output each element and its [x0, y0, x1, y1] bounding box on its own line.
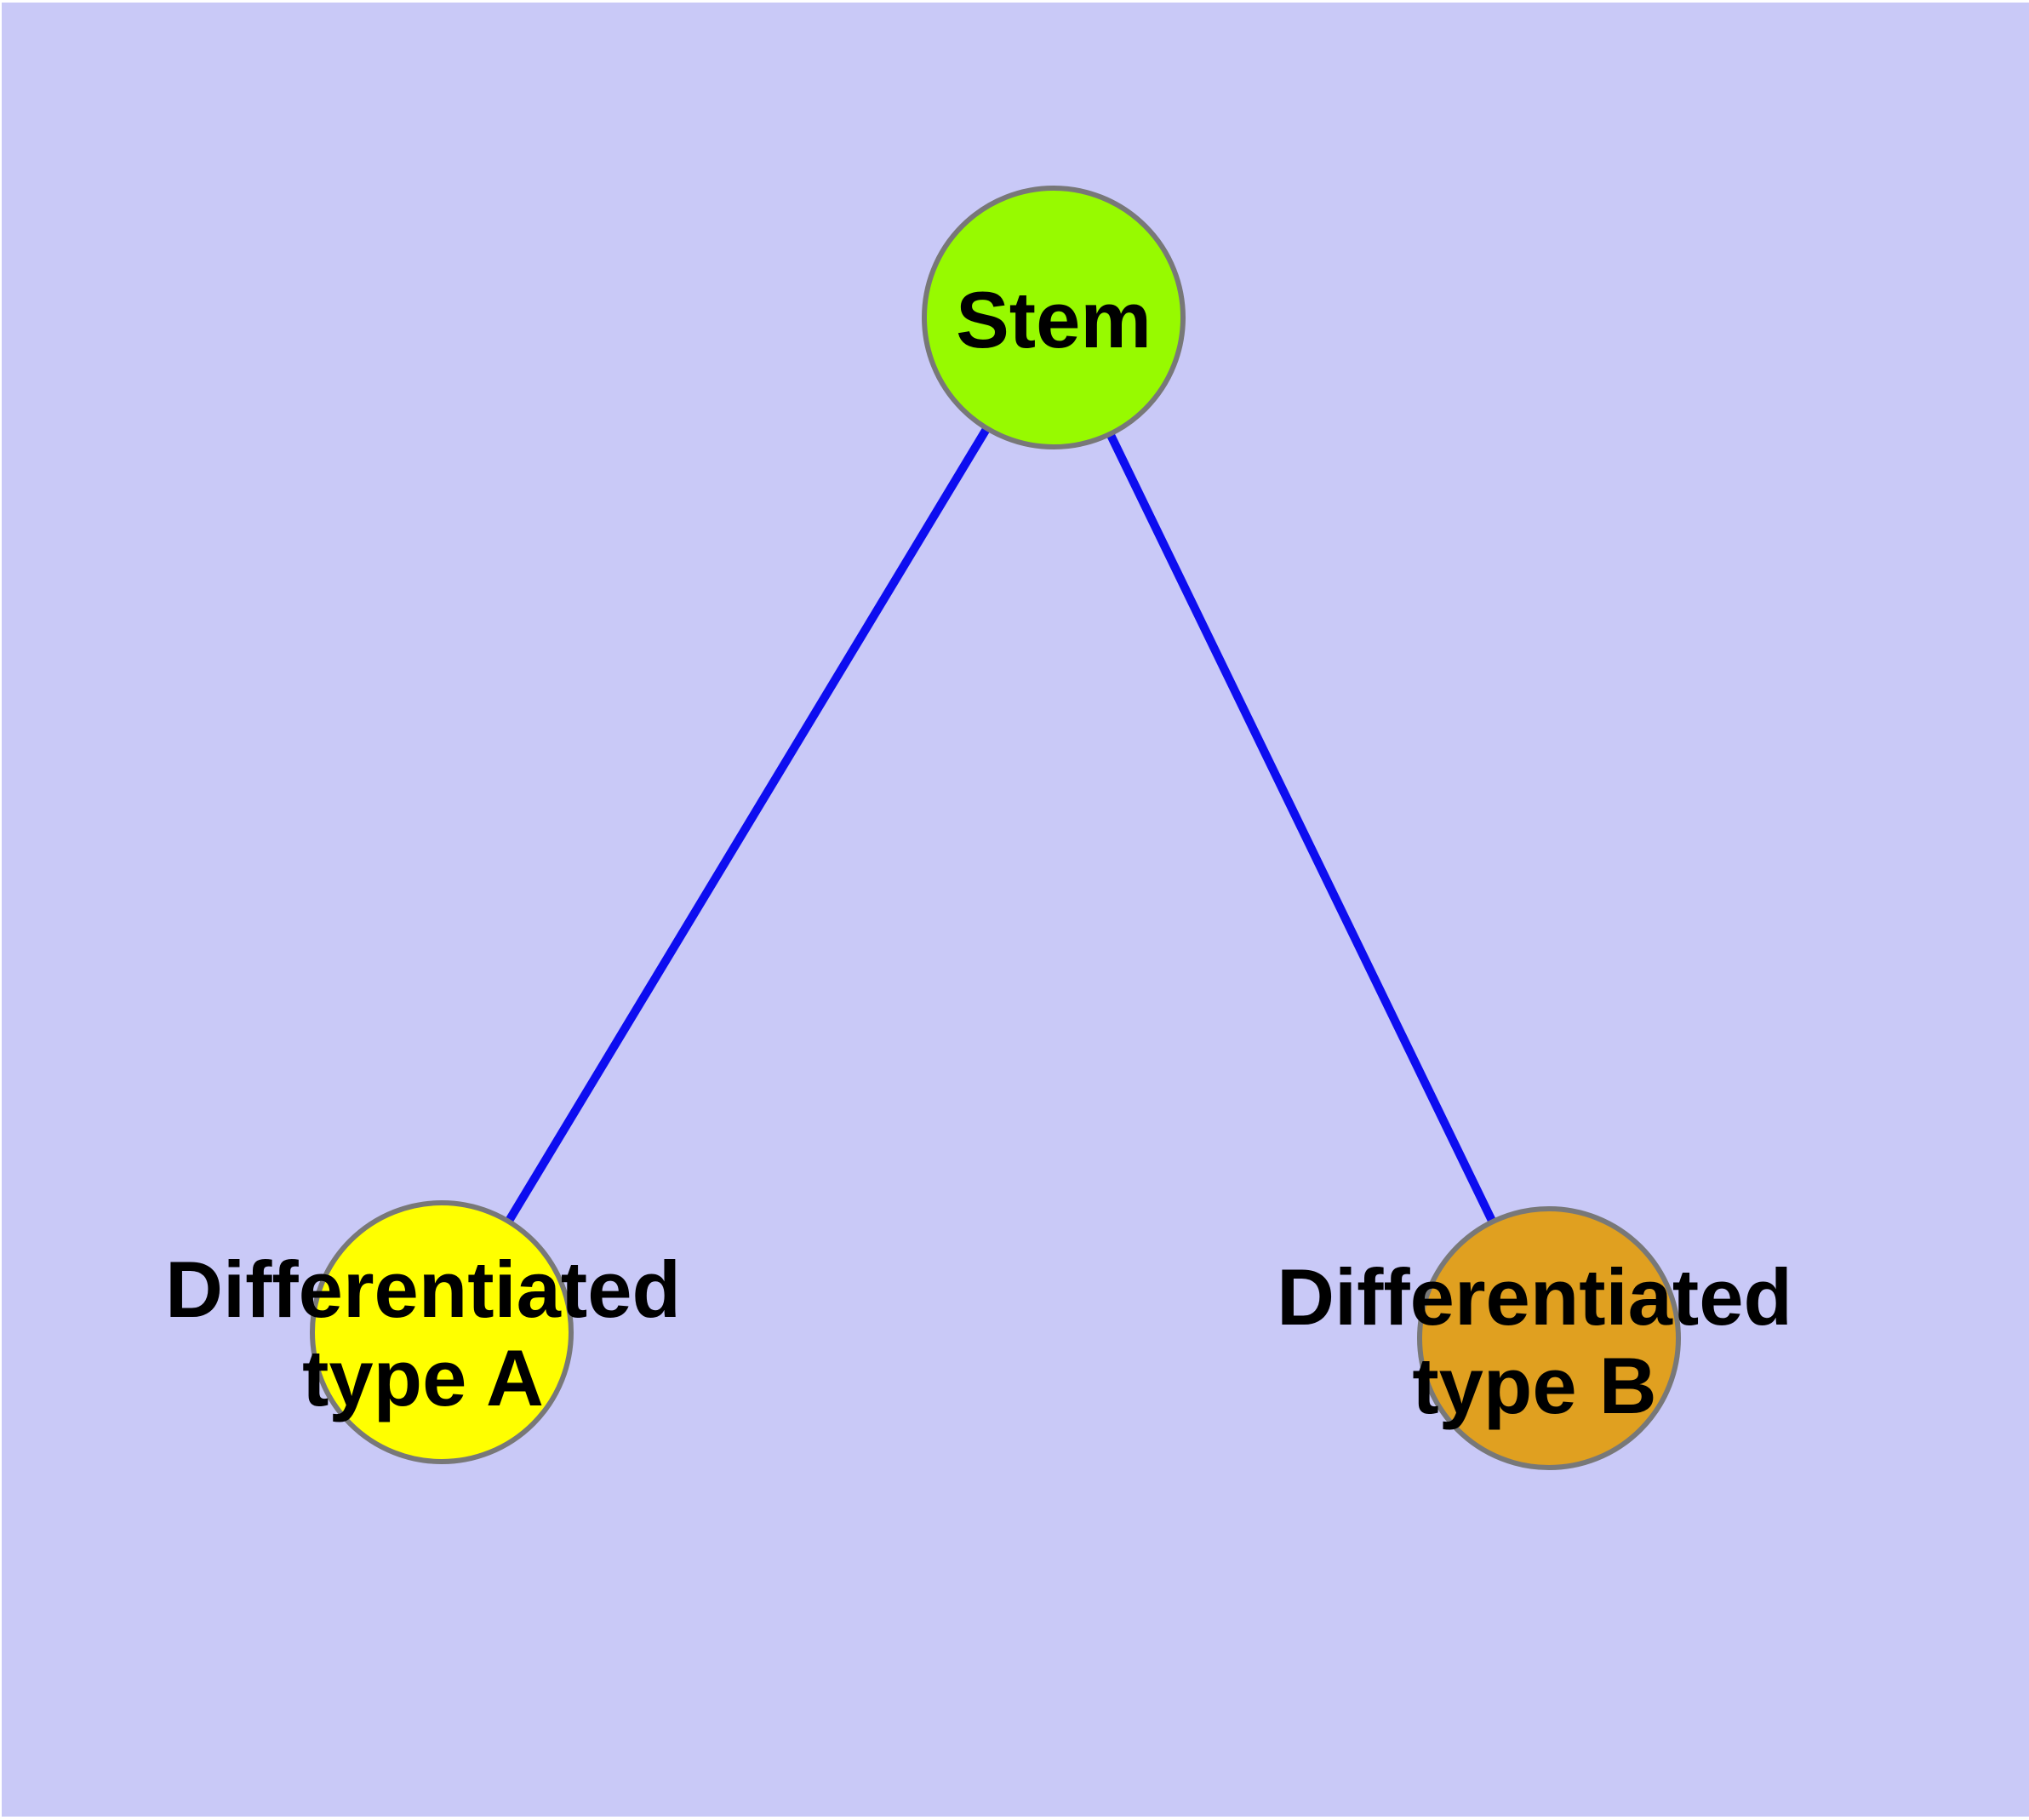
stem-node-circle	[922, 186, 1186, 449]
type-a-node-label: Differentiated type A	[165, 1245, 681, 1422]
node-group	[310, 186, 1681, 1470]
type-b-node-circle	[1417, 1206, 1681, 1470]
type-b-node-label: Differentiated type B	[1277, 1252, 1792, 1430]
stem-node-label: Stem	[956, 275, 1152, 364]
edge-stem-to-type-b	[1049, 315, 1553, 1341]
edge-stem-to-type-a	[437, 315, 1058, 1335]
edge-group	[437, 315, 1553, 1341]
type-a-node-circle	[310, 1200, 574, 1464]
